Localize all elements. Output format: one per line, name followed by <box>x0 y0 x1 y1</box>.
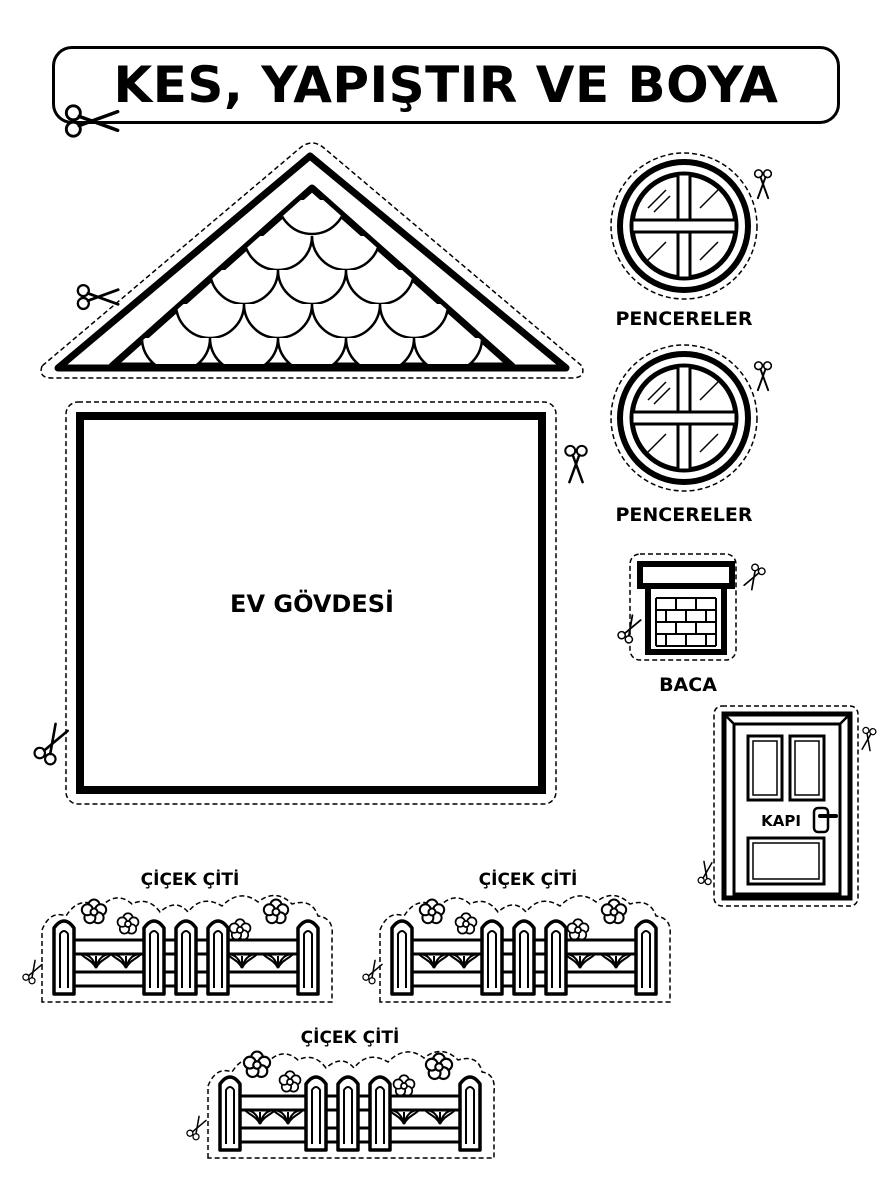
scissors-icon <box>753 168 773 200</box>
fence-piece-1 <box>41 894 333 1003</box>
brick-icon <box>655 597 717 647</box>
scissors-icon <box>31 720 73 768</box>
scissors-icon <box>76 283 120 311</box>
window-label-1: PENCERELER <box>615 308 753 330</box>
window-piece-2 <box>610 344 758 492</box>
fence-label-1: ÇİÇEK ÇİTİ <box>140 870 240 890</box>
scissors-icon <box>185 1114 209 1142</box>
scissors-icon <box>696 860 716 886</box>
fence-piece-3 <box>207 1050 495 1159</box>
house-body-piece <box>65 401 557 805</box>
roof-piece <box>40 142 584 379</box>
window-label-2: PENCERELER <box>615 504 753 526</box>
door-piece <box>713 705 859 907</box>
fence-label-3: ÇİÇEK ÇİTİ <box>300 1028 400 1048</box>
door-label: KAPI <box>761 812 801 830</box>
scissors-icon <box>858 726 878 752</box>
scissors-icon <box>564 444 588 484</box>
window-piece-1 <box>610 152 758 300</box>
chimney-piece <box>629 553 737 661</box>
fence-label-2: ÇİÇEK ÇİTİ <box>478 870 578 890</box>
scissors-icon <box>753 360 773 392</box>
door-handle-icon <box>812 806 838 834</box>
roof-shingles <box>140 199 484 364</box>
scissors-icon <box>64 104 120 138</box>
scissors-icon <box>21 958 45 986</box>
scissors-icon <box>361 958 385 986</box>
scissors-icon <box>615 612 645 646</box>
page-title: KES, YAPIŞTIR VE BOYA <box>113 56 779 114</box>
chimney-label: BACA <box>659 674 717 696</box>
title-banner: KES, YAPIŞTIR VE BOYA <box>52 46 840 124</box>
scissors-icon <box>740 562 768 592</box>
fence-piece-2 <box>379 894 671 1003</box>
house-body-label: EV GÖVDESİ <box>230 590 394 618</box>
